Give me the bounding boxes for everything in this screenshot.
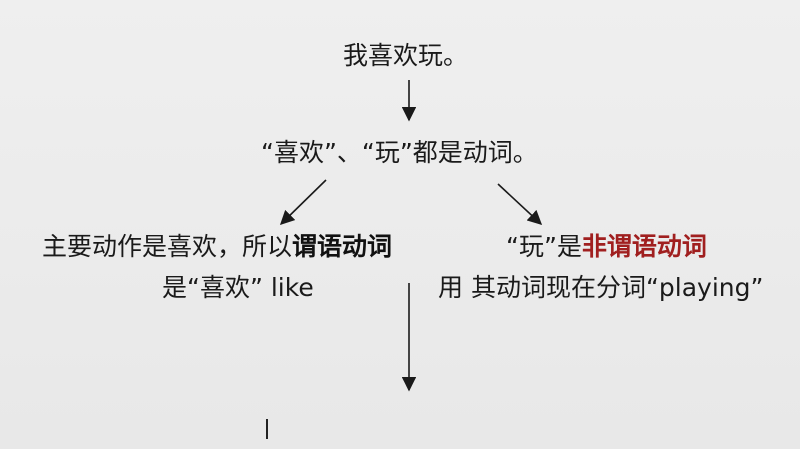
- middle-sentence: “喜欢”、“玩”都是动词。: [261, 138, 538, 167]
- arrow-middle-to-left: [279, 179, 327, 226]
- predicate-verb-emphasis: 谓语动词: [292, 232, 393, 261]
- left-branch-line1: 主要动作是喜欢，所以谓语动词: [42, 232, 392, 262]
- top-sentence: 我喜欢玩。: [343, 41, 469, 70]
- right-branch-line1: “玩”是非谓语动词: [506, 232, 707, 262]
- arrow-middle-to-right: [497, 183, 543, 225]
- text-cursor: [266, 419, 268, 439]
- right-branch-line2: 用 其动词现在分词“playing”: [438, 273, 764, 302]
- left-branch-prefix: 主要动作是喜欢，所以: [42, 232, 293, 261]
- non-predicate-verb-emphasis: 非谓语动词: [581, 232, 707, 261]
- left-branch-line2: 是“喜欢” like: [162, 273, 314, 302]
- right-branch-prefix: “玩”是: [506, 232, 582, 261]
